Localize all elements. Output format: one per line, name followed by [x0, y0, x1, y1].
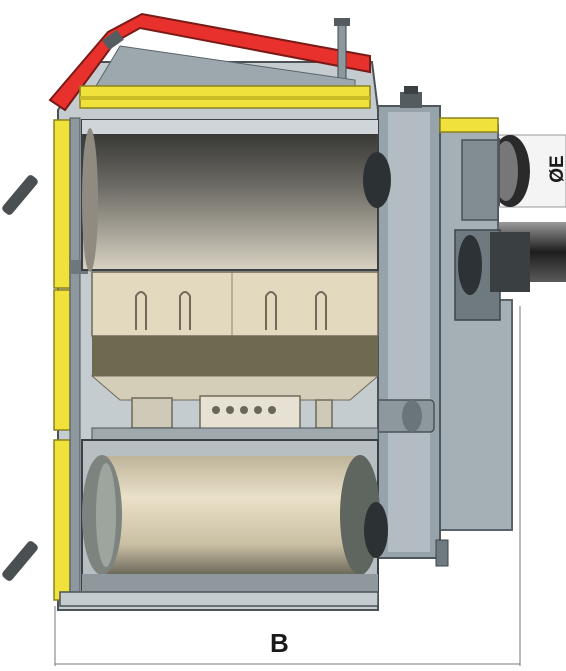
lower-chamber [59, 439, 388, 607]
upper-chamber [81, 119, 391, 272]
dimension-label-b: B [270, 628, 289, 658]
flue-housing [429, 119, 530, 531]
dimension-b-lines [54, 306, 521, 666]
dimension-label-flue-diameter: ØE [547, 155, 566, 183]
top-insulation [79, 85, 499, 133]
left-insulation [53, 117, 81, 601]
top-cover [48, 12, 371, 112]
firebrick-section [90, 271, 380, 441]
return-pipe [435, 539, 449, 567]
